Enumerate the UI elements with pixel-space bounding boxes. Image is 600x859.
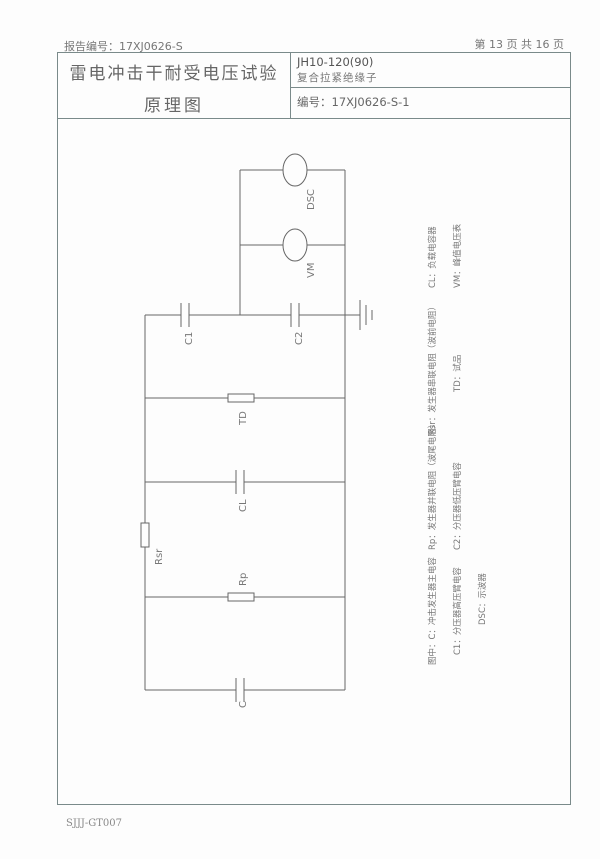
legend-item: 图中：C：冲击发生器主电容 bbox=[427, 557, 438, 665]
page-frame: 雷电冲击干耐受电压试验 原理图 JH10-120(90) 复合拉紧绝缘子 编号：… bbox=[57, 52, 571, 805]
title-cell: 雷电冲击干耐受电压试验 原理图 bbox=[58, 53, 291, 118]
resistor-rp bbox=[227, 592, 255, 602]
legend-item: C2：分压器低压臂电容 bbox=[452, 462, 463, 550]
wires bbox=[144, 169, 360, 691]
capacitor-c1 bbox=[180, 303, 190, 327]
label-c1: C1 bbox=[184, 332, 195, 345]
model: JH10-120(90) bbox=[297, 55, 374, 69]
capacitor-cl bbox=[235, 470, 245, 494]
form-number: SJJJ-GT007 bbox=[66, 818, 123, 829]
title-line2: 原理图 bbox=[144, 96, 204, 116]
test-object-td bbox=[227, 393, 255, 403]
legend-item: VM：峰值电压表 bbox=[452, 223, 463, 288]
report-number: 报告编号：17XJ0626-S bbox=[64, 40, 183, 53]
ground-icon bbox=[359, 300, 373, 330]
label-cl: CL bbox=[238, 499, 249, 512]
code: 编号：17XJ0626-S-1 bbox=[297, 95, 410, 109]
legend-item: Rp：发生器并联电阻（波尾电阻） bbox=[427, 420, 438, 550]
legend-item: Rsr：发生器串联电阻（波前电阻） bbox=[427, 302, 438, 435]
label-td: TD bbox=[238, 411, 249, 426]
legend-item: DSC：示波器 bbox=[477, 573, 488, 625]
oscilloscope-symbol bbox=[282, 153, 308, 187]
product-cell: JH10-120(90) 复合拉紧绝缘子 bbox=[291, 53, 570, 88]
label-rsr: Rsr bbox=[154, 548, 165, 565]
label-dsc: DSC bbox=[306, 189, 317, 210]
capacitor-c bbox=[235, 678, 245, 702]
page-info: 第 13 页 共 16 页 bbox=[474, 38, 564, 51]
label-vm: VM bbox=[306, 263, 317, 278]
title-line1: 雷电冲击干耐受电压试验 bbox=[69, 64, 279, 84]
resistor-rsr bbox=[140, 522, 150, 548]
product-name: 复合拉紧绝缘子 bbox=[297, 72, 378, 84]
legend-item: C1：分压器高压臂电容 bbox=[452, 567, 463, 655]
voltmeter-symbol bbox=[282, 228, 308, 262]
legend-item: TD：试品 bbox=[452, 355, 463, 393]
legend: CL：负载电容器 VM：峰值电压表 Rsr：发生器串联电阻（波前电阻） TD：试… bbox=[427, 223, 488, 665]
label-c: C bbox=[238, 701, 249, 708]
legend-item: CL：负载电容器 bbox=[427, 226, 438, 288]
label-rp: Rp bbox=[238, 573, 249, 586]
capacitor-c2 bbox=[290, 303, 300, 327]
label-c2: C2 bbox=[294, 332, 305, 345]
header-table: 雷电冲击干耐受电压试验 原理图 JH10-120(90) 复合拉紧绝缘子 编号：… bbox=[58, 53, 570, 119]
